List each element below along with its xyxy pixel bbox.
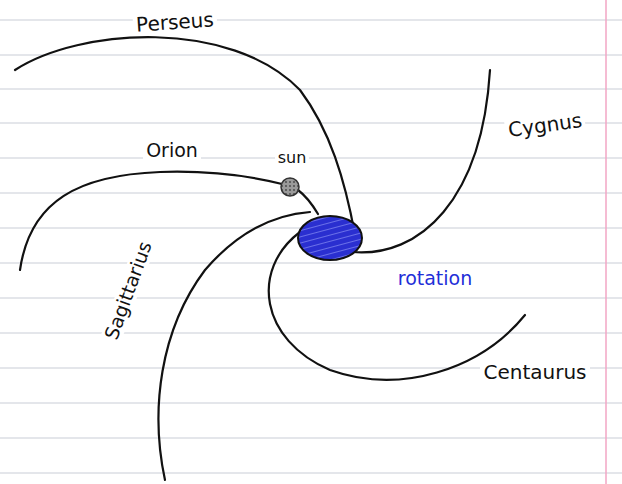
margin-line xyxy=(605,0,607,484)
sagittarius-arm xyxy=(158,212,310,480)
perseus-arm xyxy=(15,37,355,235)
cygnus-arm xyxy=(352,70,490,252)
sun-label: sun xyxy=(275,149,310,167)
arm-label: Cygnus xyxy=(504,109,587,142)
ruled-lines xyxy=(0,20,622,473)
galactic-bulge xyxy=(298,216,362,260)
arm-label: Orion xyxy=(143,140,201,161)
arm-label: Centaurus xyxy=(480,361,589,383)
orion-arm-inner xyxy=(298,190,318,214)
rotation-label: rotation xyxy=(395,268,476,289)
arm-label: Perseus xyxy=(132,8,217,36)
arm-label: Sagittarius xyxy=(100,235,157,344)
sun-symbol xyxy=(281,178,299,196)
